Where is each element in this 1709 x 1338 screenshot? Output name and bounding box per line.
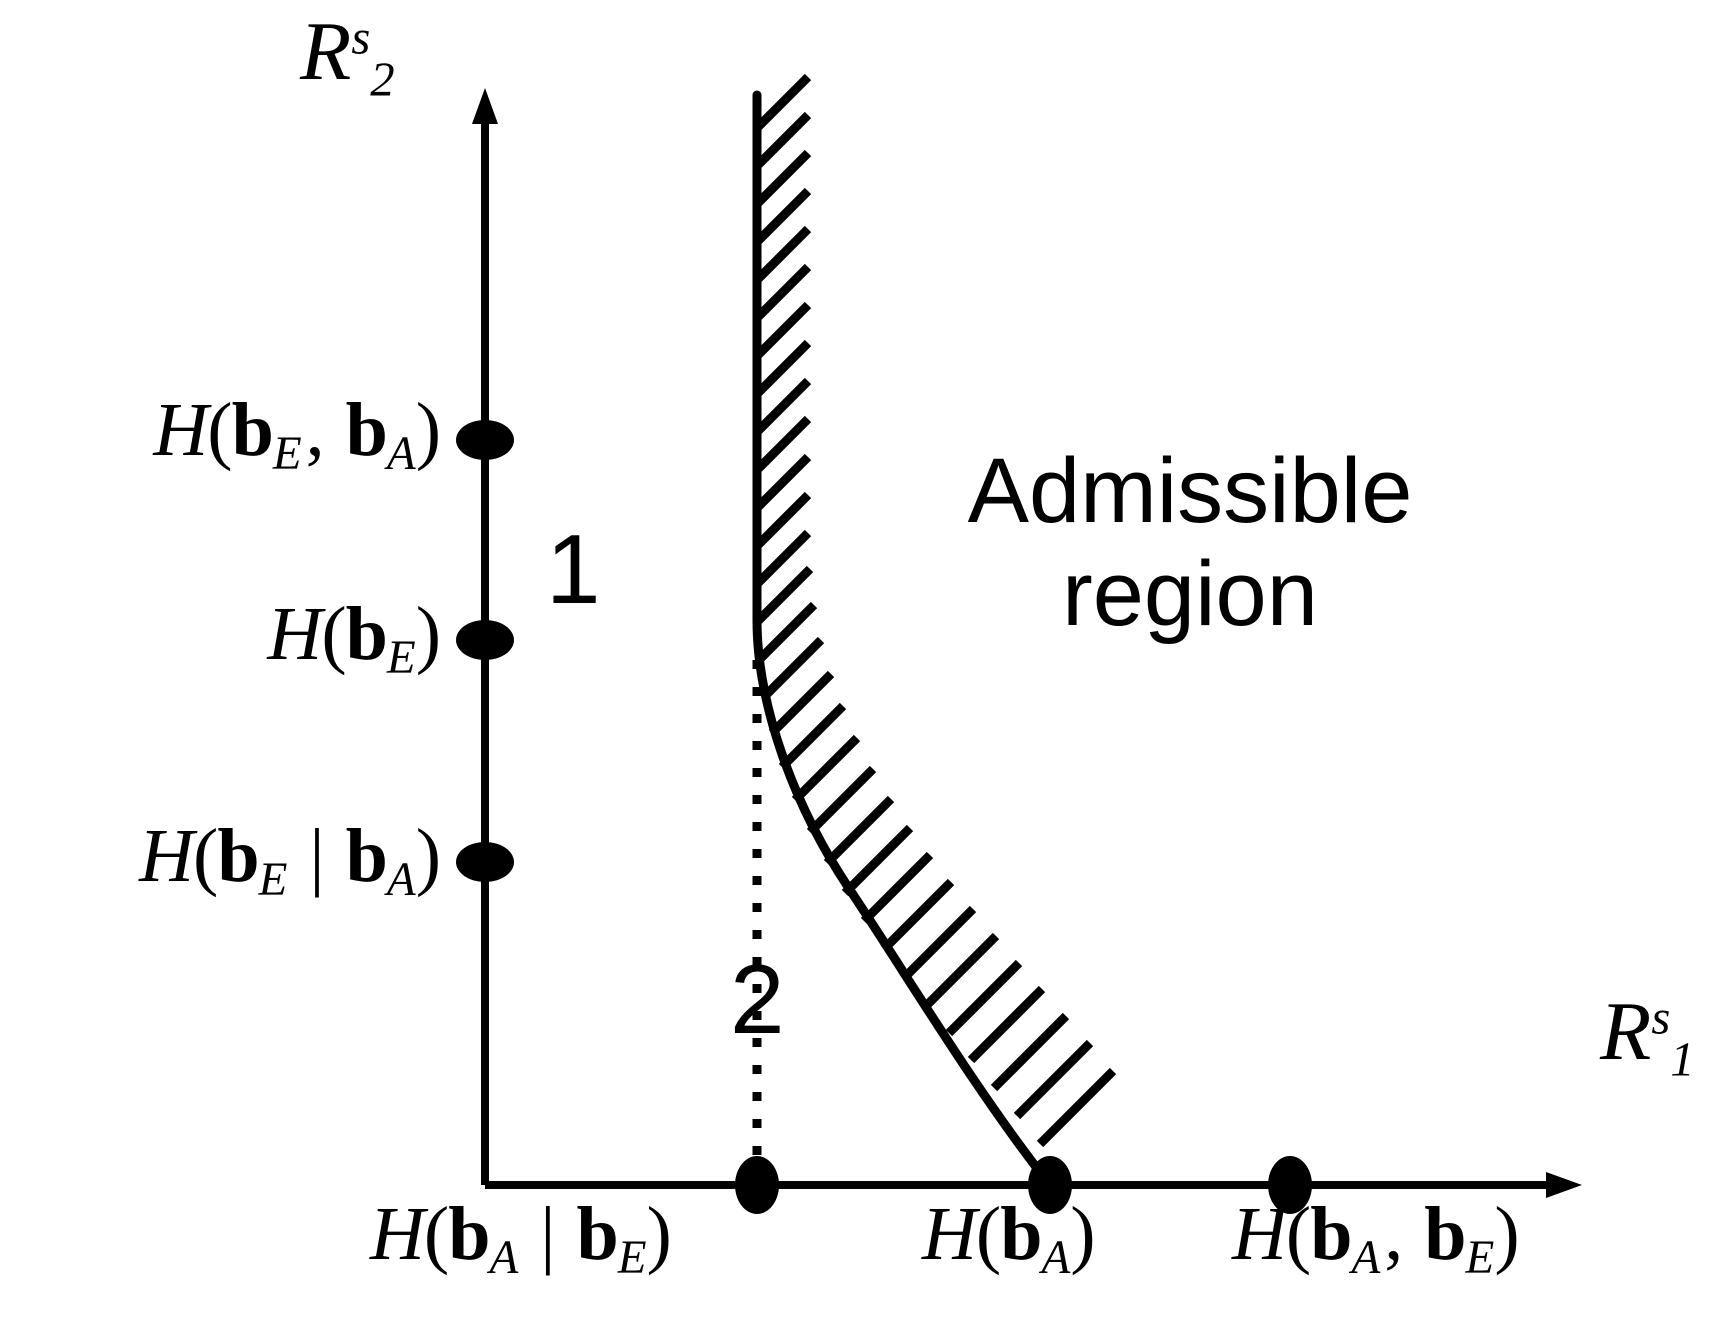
y-tick-label-he-ba: H(bE, bA): [0, 392, 441, 481]
vector-b-glyph: b: [1000, 1192, 1042, 1276]
paren-close: ): [415, 592, 441, 676]
hatching: [753, 73, 1117, 1148]
x-axis-label-sub: 1: [1670, 1032, 1695, 1087]
y-axis-label-sub: 2: [370, 52, 395, 107]
x-tick-label-ba-given-be: H(bA | bE): [370, 1196, 672, 1285]
vector-b-glyph-2: b: [1424, 1192, 1466, 1276]
conditional-bar-glyph: |: [522, 1192, 573, 1276]
paren-close: ): [415, 388, 441, 472]
vector-b-glyph: b: [1310, 1192, 1352, 1276]
vector-b-glyph: b: [448, 1192, 490, 1276]
marker-dot-y-3: [456, 842, 514, 882]
admissible-region-line-1: Admissible: [967, 440, 1413, 542]
paren-open: (: [193, 814, 218, 898]
paren-close: ): [1070, 1192, 1095, 1276]
vector-b-glyph-2: b: [576, 1192, 618, 1276]
x-axis: [485, 1172, 1582, 1198]
x-tick-label-ba: H(bA): [922, 1196, 1096, 1285]
separator-glyph: ,: [1384, 1192, 1421, 1276]
subscript-glyph: E: [272, 428, 302, 481]
paren-close: ): [1494, 1192, 1519, 1276]
x-axis-label-base: R: [1600, 985, 1652, 1078]
vector-b-glyph: b: [217, 814, 259, 898]
admissible-region-annotation: Admissible region: [880, 440, 1500, 646]
subscript-glyph-2: A: [386, 854, 416, 907]
vector-b-glyph-2: b: [345, 388, 388, 472]
entropy-h-glyph: H: [370, 1192, 425, 1276]
vector-b-glyph: b: [231, 388, 274, 472]
paren-open: (: [321, 592, 346, 676]
subscript-glyph: E: [258, 854, 288, 907]
paren-open: (: [423, 1192, 449, 1276]
paren-close: ): [415, 814, 441, 898]
y-axis-markers: [456, 420, 514, 882]
marker-dot-x-3: [1268, 1156, 1312, 1214]
entropy-h-glyph: H: [153, 388, 208, 472]
marker-dot-y-2: [456, 620, 514, 660]
subscript-glyph: A: [489, 1232, 519, 1285]
y-axis-label-sup: s: [351, 10, 371, 65]
paren-close: ): [646, 1192, 672, 1276]
paren-open: (: [975, 1192, 1001, 1276]
paren-open: (: [207, 388, 232, 472]
subscript-glyph: A: [1041, 1232, 1071, 1285]
x-tick-label-ba-be: H(bA, bE): [1232, 1196, 1520, 1285]
subscript-glyph-2: E: [617, 1232, 647, 1285]
y-axis-label: Rs2: [300, 10, 395, 104]
marker-dot-x-1: [735, 1156, 779, 1214]
region-label-1: 1: [546, 514, 601, 624]
conditional-bar-glyph: |: [291, 814, 342, 898]
subscript-glyph: E: [386, 632, 416, 685]
subscript-glyph-2: A: [386, 428, 416, 481]
marker-dot-y-1: [456, 420, 514, 460]
paren-open: (: [1285, 1192, 1311, 1276]
admissible-region-line-2: region: [1062, 543, 1318, 646]
vector-b-glyph: b: [345, 592, 388, 676]
x-axis-label-sup: s: [1651, 990, 1671, 1045]
separator-glyph: ,: [305, 388, 342, 472]
vector-b-glyph-2: b: [345, 814, 388, 898]
x-axis-label: Rs1: [1600, 990, 1695, 1084]
entropy-h-glyph: H: [922, 1192, 977, 1276]
y-tick-label-he-given-ba: H(bE | bA): [0, 818, 441, 907]
entropy-h-glyph: H: [267, 592, 322, 676]
region-label-2: 2: [730, 944, 785, 1054]
y-axis-label-base: R: [300, 5, 352, 98]
entropy-h-glyph: H: [1232, 1192, 1287, 1276]
marker-dot-x-2: [1028, 1156, 1072, 1214]
subscript-glyph: A: [1351, 1232, 1381, 1285]
subscript-glyph-2: E: [1465, 1232, 1495, 1285]
entropy-h-glyph: H: [139, 814, 194, 898]
x-axis-markers: [735, 1156, 1312, 1214]
y-tick-label-he: H(bE): [0, 596, 441, 685]
